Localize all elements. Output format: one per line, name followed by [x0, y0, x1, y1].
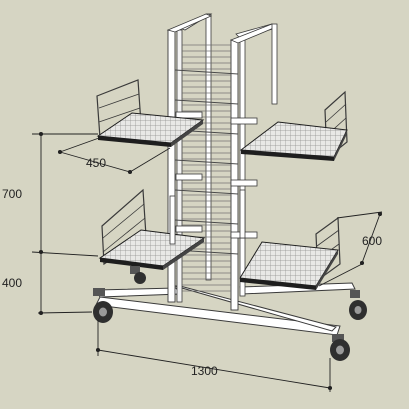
dimension-label-600: 600	[362, 234, 383, 248]
dimension-label-1300: 1300	[191, 364, 218, 378]
dimension-label-400: 400	[2, 276, 23, 290]
base-rail-long	[95, 296, 341, 336]
dimension-label-450: 450	[86, 156, 107, 170]
caster-front-right	[330, 334, 350, 361]
dimension-1300-line	[95, 320, 333, 392]
shelf-lower-left	[98, 188, 206, 270]
base-rail-left-front	[95, 287, 181, 298]
caster-back-right	[349, 290, 367, 320]
dimension-450-line	[57, 137, 171, 175]
base-frame	[95, 282, 356, 336]
dimension-lines	[31, 131, 383, 392]
shelf-upper-left	[96, 79, 205, 147]
dimension-600-line	[318, 211, 383, 287]
caster-back-left	[130, 266, 146, 284]
dimension-400-line	[37, 252, 93, 316]
caster-front-left	[93, 288, 113, 323]
shelf-lower-right	[239, 189, 341, 290]
dimension-700-line	[31, 131, 99, 257]
dimension-label-700: 700	[2, 187, 23, 201]
shelf-upper-right	[239, 90, 348, 161]
